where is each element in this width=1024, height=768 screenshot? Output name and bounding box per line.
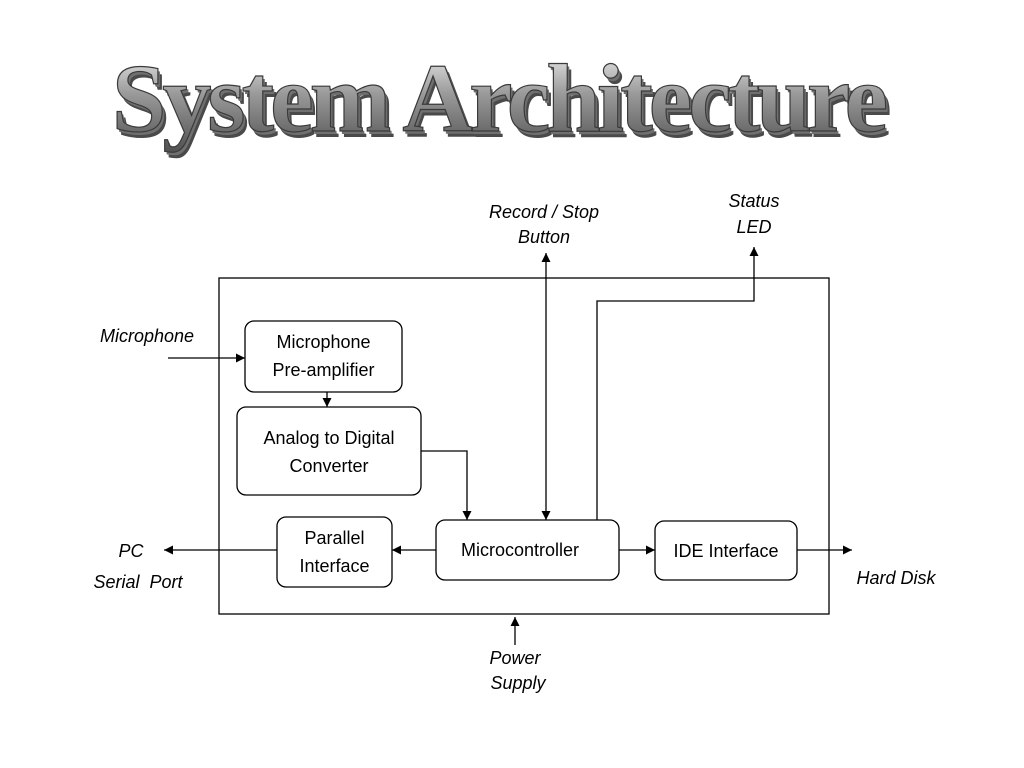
- microphone-external-label: Microphone: [100, 326, 194, 346]
- system-boundary: [218, 277, 830, 615]
- ide-label: IDE Interface: [673, 541, 778, 561]
- record-stop-label-2: Button: [518, 227, 570, 247]
- parallel-label-1: Parallel: [304, 528, 364, 548]
- pc-label-2: Serial Port: [93, 572, 183, 592]
- parallel-label-2: Interface: [299, 556, 369, 576]
- pc-label-1: PC: [118, 541, 144, 561]
- svg-text:System Architecture: System Architecture: [114, 48, 888, 156]
- record-stop-label-1: Record / Stop: [489, 202, 599, 222]
- preamp-label-1: Microphone: [276, 332, 370, 352]
- preamp-block: Microphone Pre-amplifier: [244, 320, 403, 393]
- mcu-label: Microcontroller: [461, 540, 579, 560]
- svg-text:System Architecture: System Architecture: [112, 45, 886, 153]
- parallel-interface-block: Parallel Interface: [276, 516, 393, 588]
- power-supply-label-1: Power: [489, 648, 541, 668]
- status-led-label-1: Status: [728, 191, 779, 211]
- adc-to-mcu-arrow: [421, 450, 472, 520]
- preamp-label-2: Pre-amplifier: [272, 360, 374, 380]
- microcontroller-block: Microcontroller: [435, 519, 620, 581]
- svg-text:System Architecture: System Architecture: [116, 51, 890, 159]
- adc-label-2: Converter: [289, 456, 368, 476]
- power-supply-label-2: Supply: [490, 673, 546, 693]
- status-led-label-2: LED: [736, 217, 771, 237]
- adc-block: Analog to Digital Converter: [236, 406, 422, 496]
- hard-disk-label: Hard Disk: [856, 568, 936, 588]
- page-title: System Architecture System Architecture …: [111, 44, 893, 159]
- adc-label-1: Analog to Digital: [263, 428, 394, 448]
- mcu-to-status-led-arrow: [596, 247, 759, 520]
- ide-interface-block: IDE Interface: [654, 520, 798, 581]
- connections: [164, 247, 852, 645]
